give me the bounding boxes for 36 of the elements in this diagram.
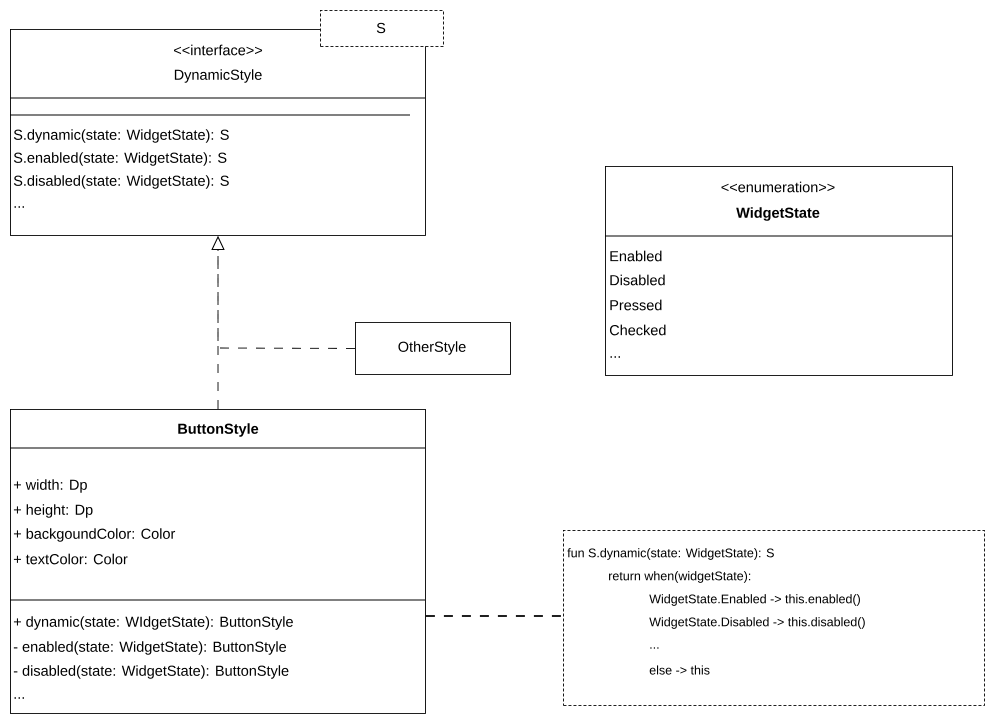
- method-text: - disabled(state: WidgetState): ButtonStyle: [14, 665, 288, 679]
- class-name: ButtonStyle: [178, 423, 258, 437]
- enum-value: ...: [610, 356, 620, 358]
- type-parameter: S: [376, 22, 386, 34]
- class-name: OtherStyle: [398, 341, 466, 355]
- enum-value: Disabled: [610, 274, 665, 286]
- enum-value: Pressed: [610, 300, 662, 310]
- class-name: DynamicStyle: [174, 69, 262, 83]
- attribute-text: + textColor: Color: [14, 554, 128, 564]
- attribute-text: + height: Dp: [14, 504, 93, 518]
- class-box: [10, 409, 426, 714]
- code-line: WidgetState.Enabled -> this.enabled(): [649, 594, 860, 606]
- class-box: [355, 322, 511, 375]
- attribute-text: + width: Dp: [14, 479, 87, 493]
- code-line: ...: [650, 647, 658, 649]
- code-line: fun S.dynamic(state: WidgetState): S: [567, 548, 774, 560]
- note-box: [563, 530, 985, 706]
- stereotype-label: <<enumeration>>: [722, 182, 835, 192]
- code-line: WidgetState.Disabled -> this.disabled(): [649, 617, 865, 629]
- enum-value: Checked: [610, 324, 666, 336]
- method-text: - enabled(state: WidgetState): ButtonStyle: [14, 641, 286, 655]
- connector-line: [426, 615, 563, 617]
- code-line: return when(widgetState):: [609, 571, 750, 583]
- attribute-text: + backgoundColor: Color: [14, 528, 176, 542]
- method-text: S.enabled(state: WidgetState): S: [14, 152, 226, 166]
- method-text: + dynamic(state: WIdgetState): ButtonStyle: [14, 616, 293, 630]
- method-text: S.disabled(state: WidgetState): S: [14, 175, 229, 189]
- enum-value: Enabled: [610, 250, 662, 262]
- method-text: S.dynamic(state: WidgetState): S: [14, 129, 229, 143]
- method-text: ...: [14, 206, 24, 208]
- stereotype-label: <<interface>>: [174, 44, 262, 56]
- enumeration-box: [604, 166, 953, 376]
- template-parameter-box: [320, 10, 444, 47]
- class-name: WidgetState: [736, 207, 820, 221]
- code-line: else -> this: [650, 665, 710, 675]
- method-text: ...: [14, 697, 24, 699]
